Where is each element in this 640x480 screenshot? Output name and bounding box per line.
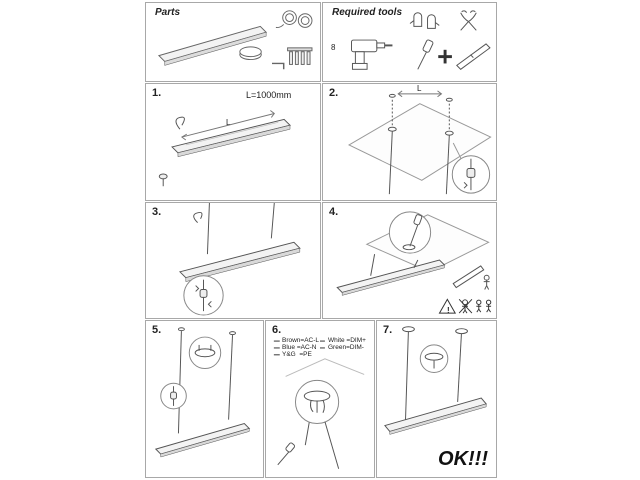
light-bar-part	[157, 25, 268, 66]
step-3-drawing	[178, 203, 301, 316]
parts-panel: Parts	[145, 2, 321, 82]
step-2-number: 2.	[329, 87, 339, 99]
canopy-detail-inset	[188, 336, 222, 370]
step-2-panel: 2. L	[322, 83, 497, 201]
person-icon	[483, 274, 490, 290]
canopy-part	[239, 46, 262, 61]
canopy-detail-inset	[388, 211, 432, 254]
no-single-person-lift-icon	[458, 298, 473, 314]
wire-coil-icon	[275, 10, 313, 29]
power-wire	[193, 211, 203, 224]
step-5-number: 5.	[152, 324, 162, 336]
gripper-detail-inset	[160, 382, 187, 410]
parts-drawing	[157, 10, 313, 70]
right-anchor	[444, 97, 454, 195]
power-wire	[175, 116, 185, 130]
legend-line: White =DIM+	[328, 337, 366, 344]
left-anchor	[387, 93, 397, 195]
suspension-wires	[304, 421, 340, 469]
step-2-drawing	[347, 90, 492, 195]
tools-title: Required tools	[332, 7, 403, 18]
legend-wire-marks	[273, 340, 325, 356]
legend-line: Brown=AC-L	[282, 337, 320, 344]
tools-drawing	[351, 10, 491, 70]
height-adjust-detail-inset	[183, 275, 224, 316]
ceiling-line	[285, 358, 365, 377]
step-7-drawing	[384, 326, 488, 435]
canopy-detail-inset	[419, 344, 449, 373]
step-6-number: 6.	[272, 324, 282, 336]
step-3-panel: 3.	[145, 202, 321, 319]
step-7-number: 7.	[383, 324, 393, 336]
gripper-detail-inset	[451, 142, 491, 194]
level-icon	[456, 43, 491, 70]
canopy-wiring-detail-inset	[294, 379, 340, 425]
light-bar	[178, 241, 301, 282]
dimension-arrow	[397, 90, 443, 98]
screwdriver-icon	[277, 442, 296, 466]
allen-key-icon	[272, 62, 285, 70]
suspension-wires	[177, 327, 236, 434]
warning-exclamation: !	[447, 306, 450, 315]
ceiling-plane	[347, 103, 492, 181]
step-1-number: 1.	[152, 87, 162, 99]
legend-line: Green=DIM-	[328, 344, 364, 351]
suspension-wires	[402, 326, 468, 420]
tools-panel: Required tools 8	[322, 2, 497, 82]
two-person-lift-icon	[476, 299, 492, 313]
step-7-panel: 7. OK!!!	[376, 320, 497, 478]
dimension-l-label: L	[226, 118, 231, 127]
light-bar	[384, 397, 488, 435]
gloves-icon	[409, 12, 440, 29]
dimension-arrow	[181, 110, 275, 141]
legend-line: Blue =AC-N	[282, 344, 317, 351]
level-icon	[452, 265, 485, 289]
drill-icon	[351, 39, 393, 70]
screw-set-part	[287, 47, 313, 65]
step-6-panel: 6. Brown=AC-L Blue =AC-N Y&G =PE White =…	[265, 320, 375, 478]
step-4-panel: 4. !	[322, 202, 497, 319]
step-4-drawing	[336, 211, 492, 314]
step-6-drawing	[273, 340, 365, 469]
step-5-panel: 5.	[145, 320, 264, 478]
step-5-drawing	[154, 327, 251, 458]
light-bar	[336, 254, 446, 296]
screw-icon	[158, 173, 168, 187]
step-3-number: 3.	[152, 206, 162, 218]
dimension-l-label: L	[417, 84, 422, 93]
parts-title: Parts	[155, 7, 181, 18]
ok-label: OK!!!	[438, 448, 488, 470]
step-4-number: 4.	[329, 206, 339, 218]
screwdriver-icon	[417, 39, 434, 70]
length-label: L=1000mm	[246, 90, 292, 100]
light-bar	[154, 423, 251, 458]
phillips-bit-icon	[438, 49, 452, 64]
pliers-icon	[460, 10, 477, 31]
light-bar	[171, 118, 291, 158]
step-1-panel: 1. L=1000mm L	[145, 83, 321, 201]
legend-line: Y&G =PE	[282, 351, 312, 358]
drill-qty-label: 8	[331, 43, 336, 52]
wiring-legend-left: Brown=AC-L Blue =AC-N Y&G =PE	[282, 337, 319, 358]
warning-triangle-icon	[438, 298, 457, 314]
step-1-drawing	[158, 110, 291, 187]
suspension-wires	[206, 203, 275, 255]
wiring-legend-right: White =DIM+ Green=DIM-	[328, 337, 366, 351]
